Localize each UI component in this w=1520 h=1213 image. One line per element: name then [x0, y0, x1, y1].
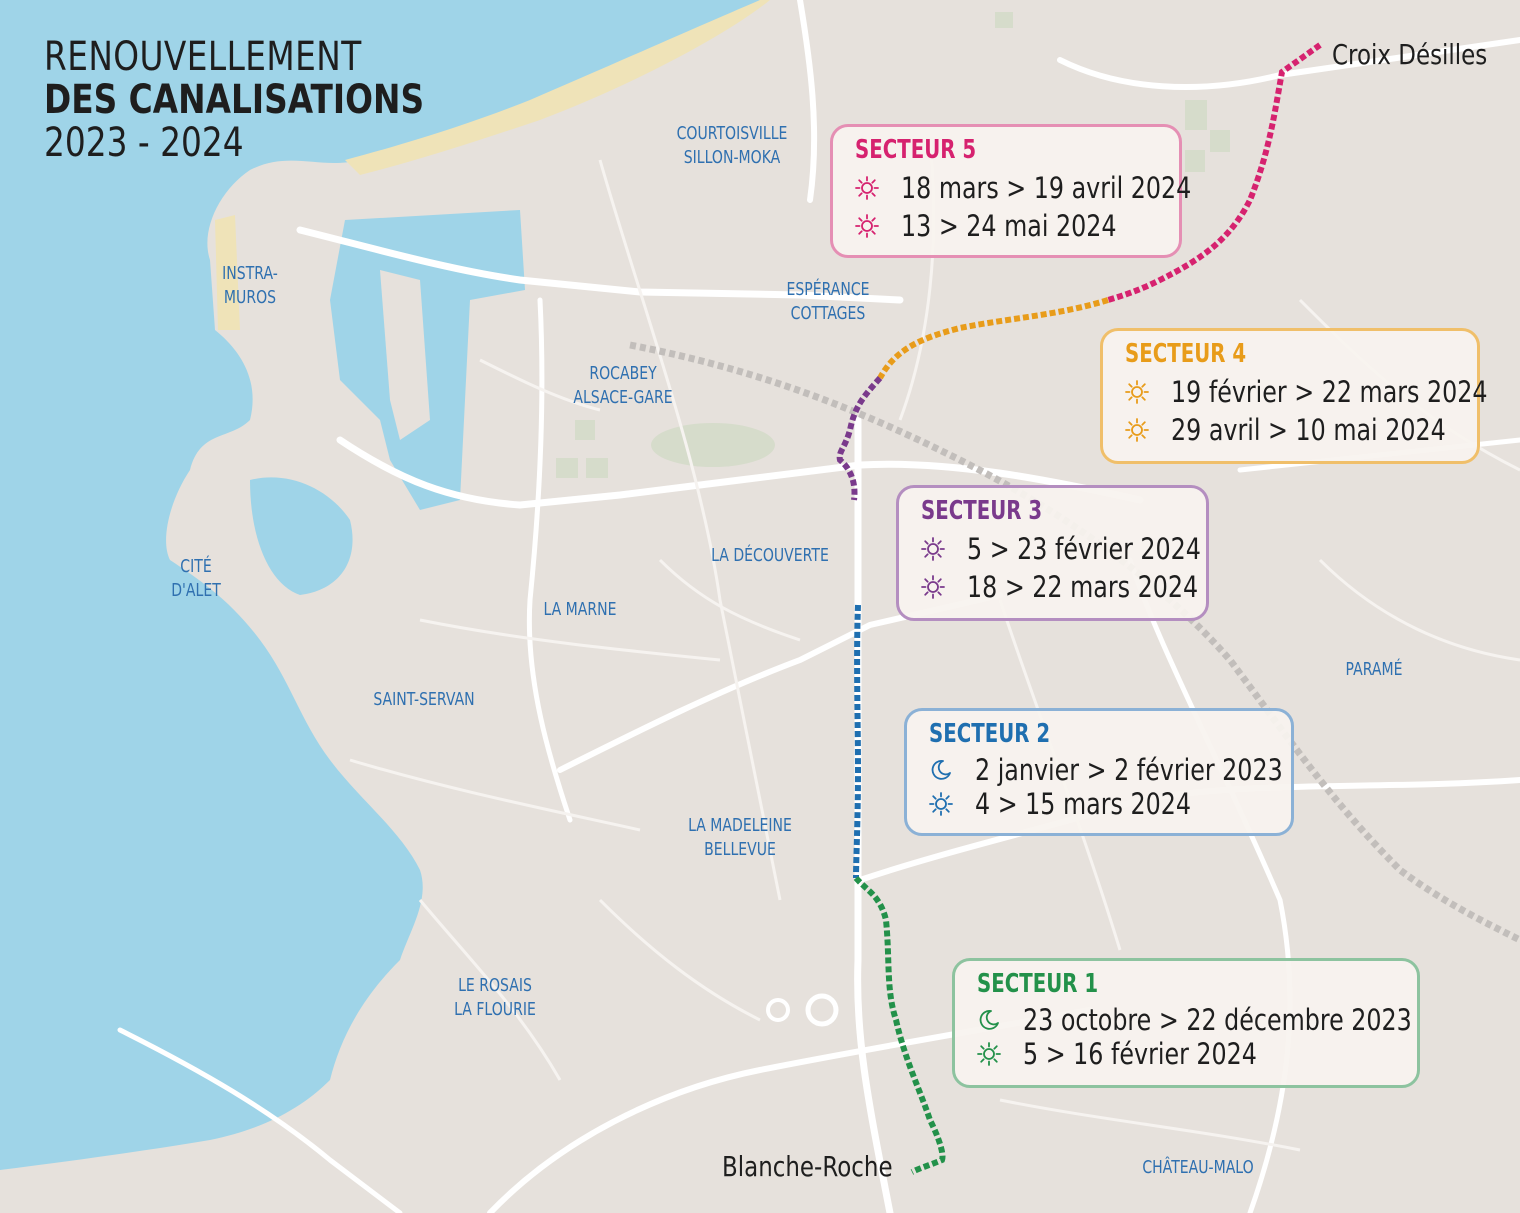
- district-la-marne: LA MARNE: [543, 599, 617, 620]
- sector-1-title: SECTEUR 1: [977, 969, 1099, 999]
- sector-5-date-1: 18 mars > 19 avril 2024: [855, 169, 1191, 207]
- sector-1-card: SECTEUR 1 23 octobre > 22 décembre 2023 …: [952, 958, 1420, 1088]
- sun-icon: [921, 575, 945, 599]
- title-line-3: 2023 - 2024: [44, 120, 244, 167]
- district-la-decouverte: LA DÉCOUVERTE: [711, 545, 829, 566]
- sector-4-date-1: 19 février > 22 mars 2024: [1125, 373, 1488, 411]
- railway: [629, 341, 1520, 944]
- district-intra-muros: INSTRA-MUROS: [222, 263, 278, 308]
- moon-icon: [931, 760, 951, 780]
- sun-icon: [1125, 418, 1149, 442]
- moon-icon: [979, 1010, 999, 1030]
- sector-4-card: SECTEUR 4 19 février > 22 mars 2024 29 a…: [1100, 328, 1488, 464]
- district-parame: PARAMÉ: [1345, 659, 1403, 680]
- sector-3-card: SECTEUR 3 5 > 23 février 2024 18 > 22 ma…: [896, 485, 1209, 621]
- sun-icon: [855, 214, 879, 238]
- title-line-2: DES CANALISATIONS: [44, 77, 425, 124]
- sun-icon: [1125, 380, 1149, 404]
- district-chateau-malo: CHÂTEAU-MALO: [1142, 1157, 1254, 1178]
- sector-2-date-1: 2 janvier > 2 février 2023: [929, 753, 1283, 787]
- route-secteur-4: [877, 297, 1109, 380]
- route-secteur-2: [853, 604, 862, 879]
- sector-3-title: SECTEUR 3: [921, 496, 1043, 526]
- sector-5-card: SECTEUR 5 18 mars > 19 avril 2024 13 > 2…: [830, 124, 1191, 258]
- sun-icon: [929, 792, 953, 816]
- sector-5-date-2: 13 > 24 mai 2024: [855, 207, 1159, 245]
- sector-2-card: SECTEUR 2 2 janvier > 2 février 2023 4 >…: [904, 708, 1294, 836]
- sector-5-title: SECTEUR 5: [855, 135, 977, 165]
- sector-2-title: SECTEUR 2: [929, 719, 1051, 749]
- sun-icon: [977, 1042, 1001, 1066]
- sector-2-date-2: 4 > 15 mars 2024: [929, 787, 1271, 821]
- sector-1-date-1: 23 octobre > 22 décembre 2023: [977, 1003, 1412, 1037]
- sun-icon: [921, 537, 945, 561]
- district-saint-servan: SAINT-SERVAN: [373, 689, 475, 710]
- endpoint-north-label: Croix Désilles: [1332, 38, 1488, 71]
- endpoint-south-label: Blanche-Roche: [722, 1150, 893, 1183]
- sun-icon: [855, 176, 879, 200]
- sector-3-date-2: 18 > 22 mars 2024: [921, 568, 1198, 606]
- sector-3-date-1: 5 > 23 février 2024: [921, 530, 1201, 568]
- route-secteur-1: [853, 875, 946, 1175]
- sea: [0, 0, 760, 1170]
- sector-4-date-2: 29 avril > 10 mai 2024: [1125, 411, 1457, 449]
- map-title: RENOUVELLEMENT DES CANALISATIONS 2023 - …: [44, 34, 425, 167]
- sector-4-title: SECTEUR 4: [1125, 339, 1247, 369]
- title-line-1: RENOUVELLEMENT: [44, 34, 362, 80]
- route-secteur-3: [836, 376, 883, 501]
- sector-1-date-2: 5 > 16 février 2024: [977, 1037, 1397, 1071]
- route-secteur-5: [1107, 42, 1322, 303]
